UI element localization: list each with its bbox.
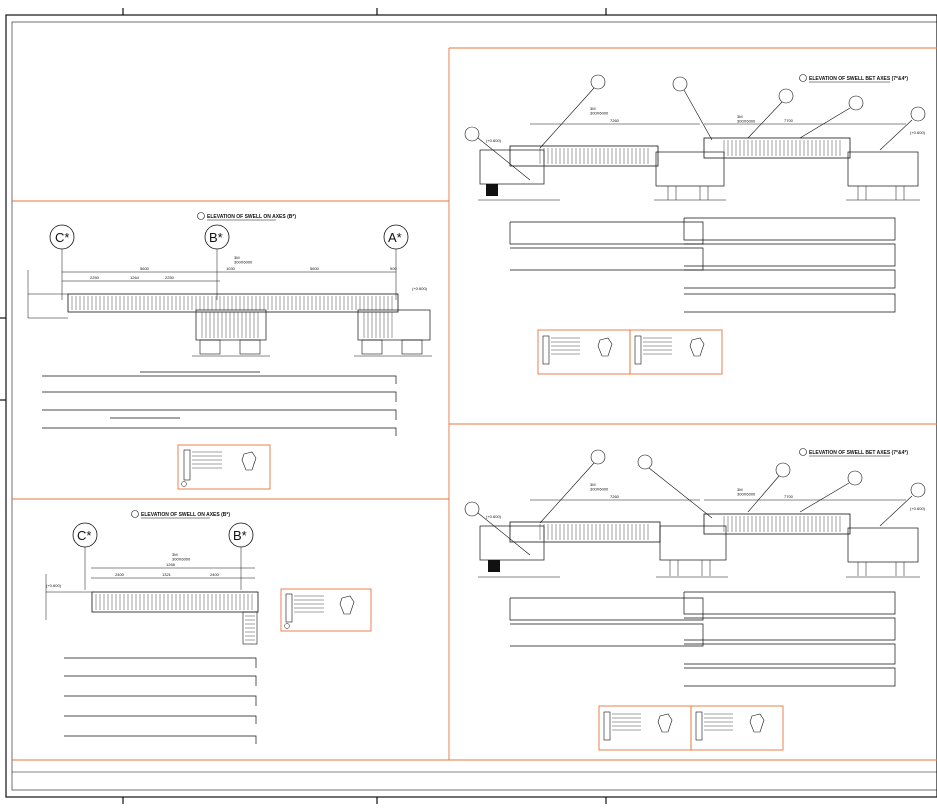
panel-elevation-c-a: ELEVATION OF SWELL ON AXES (B*) C* B* A*… <box>27 212 432 490</box>
panel-title: ELEVATION OF SWELL ON AXES (B*) <box>141 512 230 518</box>
svg-text:2250: 2250 <box>165 275 175 280</box>
panel-title: ELEVATION OF SWELL BET AXES (7*&4*) <box>809 450 908 456</box>
rebar-schedule <box>64 657 257 744</box>
svg-text:2400: 2400 <box>115 572 125 577</box>
svg-text:(+0.600): (+0.600) <box>910 506 926 511</box>
axis-bubble-a: A* <box>383 224 409 300</box>
rebar-schedule <box>509 217 896 313</box>
axis-bubble-b: B* <box>204 224 230 300</box>
svg-text:7260: 7260 <box>610 494 620 499</box>
svg-text:C*: C* <box>55 230 69 245</box>
axis-bubble-c: C* <box>49 224 75 300</box>
svg-text:1321: 1321 <box>162 572 172 577</box>
svg-text:7260: 7260 <box>610 118 620 123</box>
svg-text:(+0.600): (+0.600) <box>412 286 428 291</box>
svg-text:B*: B* <box>209 230 223 245</box>
svg-text:(+0.600): (+0.600) <box>46 583 62 588</box>
svg-text:2400: 2400 <box>210 572 220 577</box>
svg-text:7700: 7700 <box>784 118 794 123</box>
svg-text:900: 900 <box>390 266 397 271</box>
svg-text:5600: 5600 <box>140 266 150 271</box>
axis-bubble-c: C* <box>72 522 98 590</box>
svg-text:5600: 5600 <box>310 266 320 271</box>
svg-text:7700: 7700 <box>784 494 794 499</box>
svg-text:1268: 1268 <box>166 562 176 567</box>
svg-text:A*: A* <box>388 230 402 245</box>
svg-text:2250: 2250 <box>90 275 100 280</box>
panel-title: ELEVATION OF SWELL BET AXES (7*&4*) <box>809 76 908 82</box>
sheet-border <box>0 8 937 804</box>
svg-text:(+0.600): (+0.600) <box>486 138 502 143</box>
rebar-schedule <box>509 591 896 687</box>
rebar-schedule <box>42 371 397 436</box>
panel-frames <box>12 47 937 773</box>
axis-bubble-b: B* <box>228 522 254 590</box>
svg-text:B*: B* <box>233 528 247 543</box>
panel-title: ELEVATION OF SWELL ON AXES (B*) <box>207 214 296 220</box>
svg-text:1264: 1264 <box>130 275 140 280</box>
stirrups <box>71 296 393 310</box>
svg-text:C*: C* <box>77 528 91 543</box>
axis-callouts <box>464 449 926 556</box>
axis-callouts <box>464 74 926 181</box>
panel-elevation-c-b: ELEVATION OF SWELL ON AXES (B*) C* B* 12… <box>45 510 372 744</box>
svg-text:1030: 1030 <box>226 266 236 271</box>
svg-text:(+0.600): (+0.600) <box>910 130 926 135</box>
svg-text:(+0.600): (+0.600) <box>486 514 502 519</box>
